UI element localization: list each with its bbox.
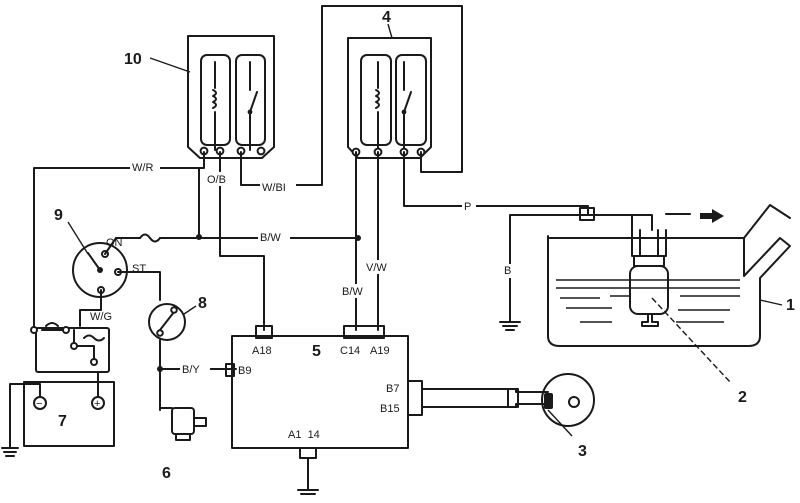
callout-7: 7 [58, 413, 67, 430]
wire-label-by: B/Y [182, 364, 200, 376]
relay-10 [187, 35, 275, 159]
wire-label-wbl: W/BI [262, 182, 286, 194]
ecu-5 [225, 325, 549, 495]
callout-8: 8 [198, 295, 207, 312]
ecu-pin-b7: B7 [386, 383, 399, 395]
ecu-pin-a1-14: A1 14 [288, 429, 320, 441]
fuel-pump-2 [579, 207, 731, 383]
ignition-label-st: ST [132, 263, 146, 275]
wire-label-wg: W/G [90, 311, 112, 323]
wire-p [403, 151, 653, 231]
leader-1 [759, 299, 783, 306]
relay-4 [347, 37, 432, 159]
callout-10: 10 [124, 51, 142, 68]
ignition-switch-9 [72, 237, 161, 327]
starter-relay-8 [148, 303, 237, 411]
wire-label-bw-relay4: B/W [342, 286, 363, 298]
leader-8 [183, 305, 197, 315]
leader-10 [149, 57, 191, 73]
relay-4-bypass-wire [261, 5, 463, 186]
ecu-pin-c14: C14 [340, 345, 360, 357]
wire-label-wr: W/R [132, 162, 153, 174]
wire-label-vw: V/W [366, 262, 387, 274]
wire-wr [33, 151, 205, 327]
starter-motor-6 [159, 407, 207, 441]
wire-label-bw-bus: B/W [260, 232, 281, 244]
wire-relay10-wbl [240, 151, 263, 186]
battery-positive-mark: + [94, 398, 100, 410]
callout-3: 3 [578, 443, 587, 460]
callout-1: 1 [786, 297, 795, 314]
callout-5: 5 [312, 343, 321, 360]
leader-4 [387, 23, 393, 39]
wire-label-p: P [464, 201, 471, 213]
callout-6: 6 [162, 465, 171, 482]
wire-label-b: B [504, 265, 511, 277]
callout-2: 2 [738, 389, 747, 406]
fuel-tank-1 [547, 204, 791, 347]
battery-7 [1, 371, 115, 457]
sensor-3 [541, 373, 595, 437]
callout-4: 4 [382, 9, 391, 26]
wire-ob [219, 151, 265, 331]
fuse-inline [139, 233, 161, 243]
ecu-pin-b9: B9 [238, 365, 251, 377]
main-relay-block [30, 322, 110, 373]
callout-9: 9 [54, 207, 63, 224]
wire-b-ground [509, 214, 589, 323]
ecu-pin-b15: B15 [380, 403, 400, 415]
wire-label-ob: O/B [207, 174, 226, 186]
battery-negative-mark: − [36, 398, 42, 410]
ignition-label-on: ON [106, 237, 123, 249]
ecu-pin-a19: A19 [370, 345, 390, 357]
leader-9 [67, 221, 89, 255]
ecu-pin-a18: A18 [252, 345, 272, 357]
